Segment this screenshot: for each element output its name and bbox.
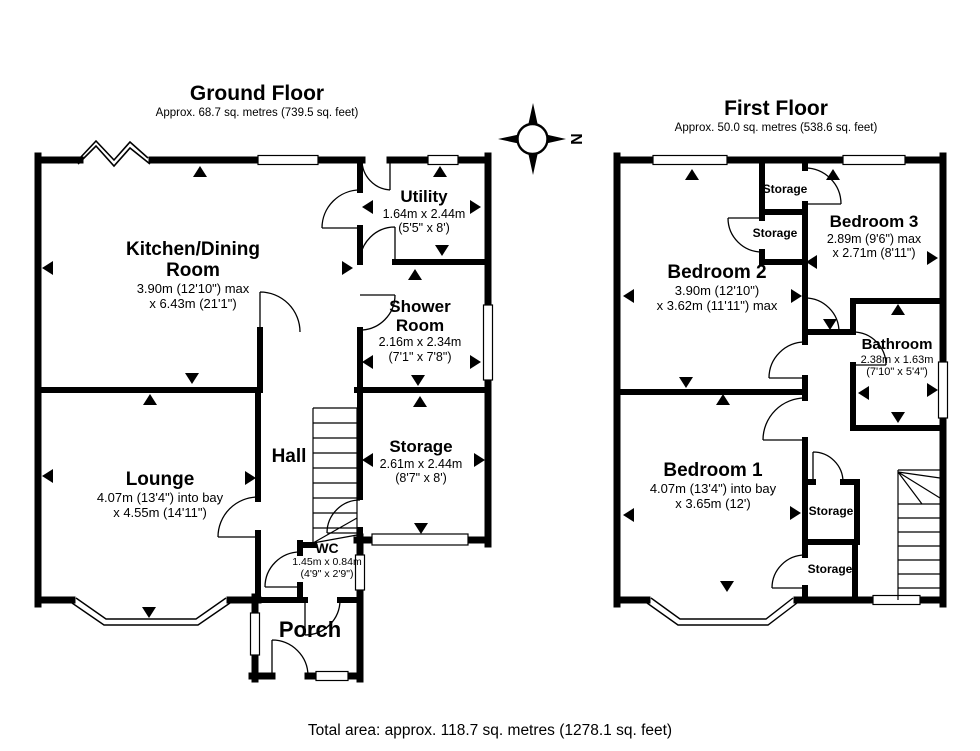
arrow-left-icon [623,508,634,522]
arrow-right-icon [927,383,938,397]
arrow-up-icon [143,394,157,405]
ground-floor-title: Ground Floor [189,82,325,105]
arrow-down-icon [720,581,734,592]
arrow-left-icon [362,200,373,214]
ground-floor-subtitle: Approx. 68.7 sq. metres (739.5 sq. feet) [155,107,359,119]
first-floor-subtitle: Approx. 50.0 sq. metres (538.6 sq. feet) [674,122,878,134]
room-label-bedroom1: Bedroom 1 4.07m (13'4") into bay x 3.65m… [649,460,777,511]
room-label-bedroom3: Bedroom 3 2.89m (9'6") max x 2.71m (8'11… [826,212,922,261]
room-label-lounge: Lounge 4.07m (13'4") into bay x 4.55m (1… [96,469,224,520]
windows [249,154,949,682]
stairs-first-floor [897,469,941,600]
arrow-up-icon [413,396,427,407]
zigzag-break [77,139,151,168]
arrow-up-icon [891,304,905,315]
arrow-down-icon [823,319,837,330]
arrow-up-icon [433,166,447,177]
arrow-right-icon [342,261,353,275]
arrow-up-icon [826,169,840,180]
room-label-storage-bottom2: Storage [807,562,853,576]
arrow-left-icon [42,261,53,275]
room-label-shower-room: Shower Room 2.16m x 2.34m (7'1" x 7'8") [378,297,462,364]
ground-floor-walls [34,152,492,683]
first-floor-title: First Floor [724,97,828,120]
arrow-right-icon [791,289,802,303]
arrow-right-icon [470,200,481,214]
arrow-left-icon [42,469,53,483]
room-label-utility: Utility 1.64m x 2.44m (5'5" x 8') [382,187,466,236]
first-floor-walls [613,152,947,608]
arrow-down-icon [679,377,693,388]
arrow-up-icon [685,169,699,180]
arrow-down-icon [142,607,156,618]
arrow-down-icon [414,523,428,534]
arrow-right-icon [245,471,256,485]
arrow-down-icon [435,245,449,256]
arrow-right-icon [470,355,481,369]
arrow-left-icon [362,453,373,467]
room-label-bathroom: Bathroom 2.38m x 1.63m (7'10" x 5'4") [860,336,934,379]
door-arcs [217,159,887,677]
arrow-down-icon [411,375,425,386]
room-label-storage-gf: Storage 2.61m x 2.44m (8'7" x 8') [379,437,463,486]
arrow-up-icon [716,394,730,405]
room-label-storage-bottom1: Storage [808,504,854,518]
compass-letter: N [567,133,584,145]
arrow-left-icon [623,289,634,303]
arrow-left-icon [858,386,869,400]
arrow-down-icon [185,373,199,384]
arrow-right-icon [790,506,801,520]
room-label-storage-top2: Storage [752,226,798,240]
total-area-text: Total area: approx. 118.7 sq. metres (12… [307,722,673,739]
room-label-hall: Hall [271,446,307,467]
room-label-kitchen-dining: Kitchen/Dining Room 3.90m (12'10") max x… [125,239,261,311]
measure-arrows-ground [42,166,485,618]
arrow-right-icon [927,251,938,265]
arrow-down-icon [891,412,905,423]
arrow-up-icon [408,269,422,280]
arrow-left-icon [806,255,817,269]
room-label-bedroom2: Bedroom 2 3.90m (12'10") x 3.62m (11'11"… [656,262,778,313]
room-label-storage-top1: Storage [762,182,808,196]
compass-icon: N [498,103,584,175]
arrow-up-icon [193,166,207,177]
arrow-right-icon [474,453,485,467]
room-label-porch: Porch [278,617,342,642]
measure-arrows-first [623,169,938,592]
room-label-wc: WC 1.45m x 0.84m (4'9" x 2'9") [292,540,362,581]
arrow-left-icon [362,355,373,369]
stairs-ground-floor [312,407,358,544]
bay-windows [71,597,798,626]
